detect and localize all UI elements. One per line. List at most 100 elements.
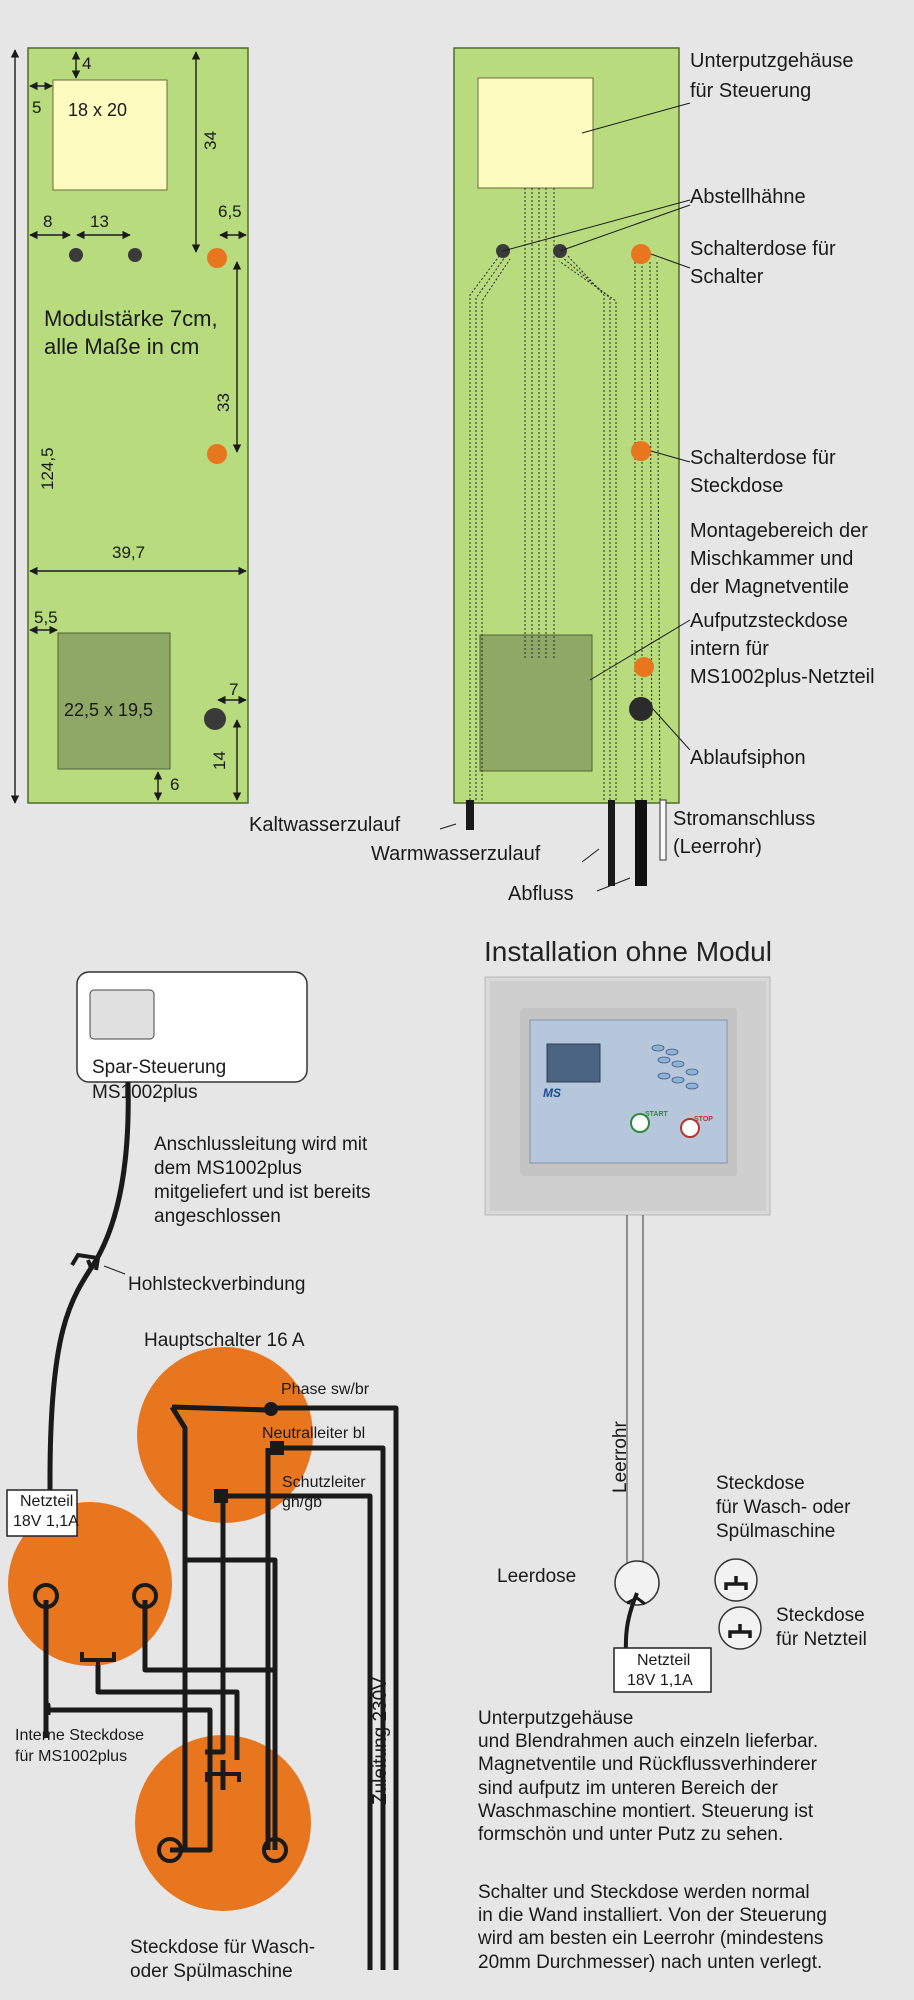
label-surface-3: MS1002plus-Netzteil bbox=[690, 666, 875, 688]
appliance-socket-2: oder Spülmaschine bbox=[130, 1961, 293, 1982]
start-label: START bbox=[645, 1111, 668, 1118]
dim-height-33: 33 bbox=[214, 393, 233, 412]
label-switchbox-1: Schalterdose für bbox=[690, 238, 836, 260]
socket-box-dot-2 bbox=[631, 441, 651, 461]
label-siphon: Ablaufsiphon bbox=[690, 747, 806, 769]
earth-terminal bbox=[214, 1489, 228, 1503]
wash-socket-label-2: für Wasch- oder bbox=[716, 1497, 851, 1518]
internal-socket-1: Interne Steckdose bbox=[15, 1727, 144, 1744]
label-mount-3: der Magnetventile bbox=[690, 576, 849, 598]
label-valves: Abstellhähne bbox=[690, 186, 806, 208]
label-power-1: Stromanschluss bbox=[673, 808, 816, 830]
warm-water-pipe bbox=[608, 800, 615, 886]
wash-socket-label-1: Steckdose bbox=[716, 1473, 805, 1494]
label-power-2: (Leerrohr) bbox=[673, 836, 762, 858]
psu2-label-1: Netzteil bbox=[637, 1652, 691, 1669]
empty-box-plug bbox=[626, 1596, 646, 1606]
empty-box-circle bbox=[614, 1560, 660, 1606]
siphon-dot-2 bbox=[629, 697, 653, 721]
switch-lever bbox=[171, 1404, 269, 1413]
controller-name-1: Spar-Steuerung bbox=[92, 1057, 227, 1078]
description-paragraph-1: Unterputzgehäuse und Blendrahmen auch ei… bbox=[478, 1707, 818, 1846]
wiring-diagram bbox=[6, 971, 399, 1970]
appliance-pin-left bbox=[157, 1837, 183, 1863]
label-earth-2: gn/gb bbox=[282, 1494, 323, 1511]
psu-socket-label-2: für Netzteil bbox=[776, 1629, 867, 1650]
socket-pin-right bbox=[132, 1583, 158, 1609]
dim-total-height: 124,5 bbox=[38, 447, 57, 490]
para1-line3: Magnetventile und Rückflussverhinderer bbox=[478, 1754, 818, 1776]
controller-name-2: MS1002plus bbox=[92, 1082, 198, 1103]
para1-line6: formschön und unter Putz zu sehen. bbox=[478, 1823, 784, 1845]
label-socketbox-1: Schalterdose für bbox=[690, 447, 836, 469]
module-dimension-drawing bbox=[10, 47, 249, 804]
label-neutral: Neutralleiter bl bbox=[262, 1425, 366, 1442]
valve-dot-1 bbox=[69, 248, 83, 262]
label-socketbox-2: Steckdose bbox=[690, 475, 784, 497]
label-empty-box: Leerdose bbox=[497, 1566, 577, 1587]
faceplate-brand: MS bbox=[543, 1086, 561, 1100]
control-housing-box-2 bbox=[477, 77, 594, 189]
para1-line2: und Blendrahmen auch einzeln lieferbar. bbox=[478, 1731, 819, 1753]
module-note-line2: alle Maße in cm bbox=[44, 334, 200, 359]
psu-box-2 bbox=[613, 1647, 712, 1693]
label-drain: Abfluss bbox=[508, 883, 574, 905]
label-housing-2: für Steuerung bbox=[690, 80, 812, 102]
dim-top-gap: 4 bbox=[82, 54, 92, 73]
start-button-icon bbox=[630, 1113, 650, 1133]
psu-socket-label-1: Steckdose bbox=[776, 1605, 865, 1626]
dim-14: 14 bbox=[210, 751, 229, 770]
appliance-pin-right bbox=[262, 1837, 288, 1863]
neutral-terminal bbox=[270, 1441, 284, 1455]
internal-socket-2: für MS1002plus bbox=[15, 1748, 128, 1765]
socket-earth-symbol bbox=[80, 1652, 116, 1670]
psu-label-2: 18V 1,1A bbox=[13, 1513, 79, 1530]
installation-without-module bbox=[484, 976, 771, 1693]
switch-box-dot-2 bbox=[631, 244, 651, 264]
para1-line5: Waschmaschine montiert. Steuerung ist bbox=[478, 1800, 814, 1822]
dim-6-5: 6,5 bbox=[218, 202, 242, 221]
label-earth-1: Schutzleiter bbox=[282, 1474, 366, 1491]
module-component-drawing bbox=[439, 47, 691, 892]
dim-box-size: 18 x 20 bbox=[68, 100, 128, 120]
cable-note-4: angeschlossen bbox=[154, 1206, 281, 1227]
barrel-plug-symbol bbox=[70, 1252, 101, 1271]
title-no-module: Installation ohne Modul bbox=[484, 936, 772, 967]
leader-lines bbox=[439, 102, 691, 892]
socket-pin-left bbox=[33, 1583, 59, 1609]
para2-line3: wird am besten ein Leerrohr (mindestens bbox=[478, 1928, 824, 1950]
dim-8: 8 bbox=[43, 212, 53, 231]
label-main-switch: Hauptschalter 16 A bbox=[144, 1330, 305, 1351]
faceplate-led-group bbox=[651, 1044, 699, 1090]
cable-note-1: Anschlussleitung wird mit bbox=[154, 1134, 368, 1155]
dim-height-34: 34 bbox=[201, 131, 220, 150]
valve-dot-2 bbox=[128, 248, 142, 262]
label-plug-connection: Hohlsteckverbindung bbox=[128, 1274, 306, 1295]
label-surface-1: Aufputzsteckdose bbox=[690, 610, 848, 632]
stop-button-icon bbox=[680, 1118, 700, 1138]
dim-6: 6 bbox=[170, 775, 180, 794]
wires bbox=[43, 1081, 399, 1970]
label-phase: Phase sw/br bbox=[281, 1381, 370, 1398]
internal-socket-disc bbox=[8, 1502, 172, 1666]
label-mount-2: Mischkammer und bbox=[690, 548, 854, 570]
appliance-socket-1: Steckdose für Wasch- bbox=[130, 1937, 316, 1958]
phase-terminal bbox=[264, 1402, 278, 1416]
wash-socket-icon bbox=[724, 1576, 748, 1590]
dim-left-gap: 5 bbox=[32, 98, 42, 117]
dim-13: 13 bbox=[90, 212, 109, 231]
plug-leader bbox=[103, 1265, 126, 1275]
conduit-pipe bbox=[659, 799, 667, 861]
appliance-earth-symbol bbox=[205, 1762, 241, 1782]
siphon-dot bbox=[204, 708, 226, 730]
dim-width: 39,7 bbox=[112, 543, 146, 562]
wash-socket-label-3: Spülmaschine bbox=[716, 1521, 836, 1542]
controller-display bbox=[89, 989, 155, 1040]
cable-note-2: dem MS1002plus bbox=[154, 1158, 302, 1179]
dim-7: 7 bbox=[229, 680, 239, 699]
psu2-label-2: 18V 1,1A bbox=[627, 1672, 693, 1689]
drain-pipe bbox=[635, 800, 647, 886]
psu-label-1: Netzteil bbox=[20, 1493, 74, 1510]
label-housing-1: Unterputzgehäuse bbox=[690, 50, 854, 72]
